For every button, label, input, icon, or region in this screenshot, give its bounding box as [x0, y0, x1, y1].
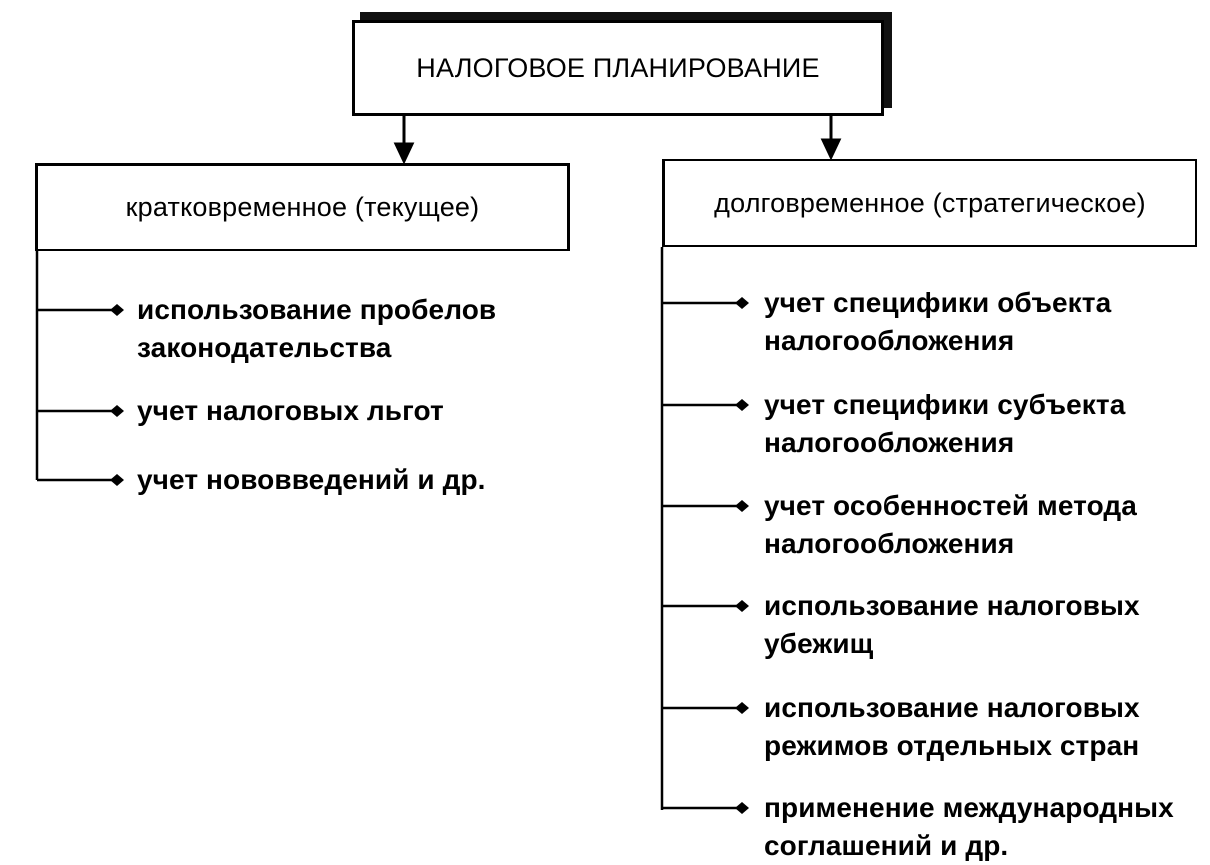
long-term-item-1-line-1: учет специфики объекта	[764, 287, 1112, 318]
short-term-item-1-line-2: законодательства	[137, 332, 392, 363]
long-term-item-4-line-2: убежищ	[764, 628, 874, 659]
short-term-bullet-2	[110, 405, 124, 417]
root-node: НАЛОГОВОЕ ПЛАНИРОВАНИЕ	[352, 20, 884, 116]
long-term-item-1-line-2: налогообложения	[764, 325, 1015, 356]
arrow-to-short-term-head	[393, 142, 415, 165]
short-term-item-1-line-1: использование пробелов	[137, 294, 497, 325]
long-term-item-5-line-1: использование налоговых	[764, 692, 1140, 723]
short-term-item-3: учет нововведений и др.	[137, 461, 486, 499]
long-term-item-5: использование налоговых режимов отдельны…	[764, 689, 1140, 765]
long-term-item-2-line-1: учет специфики субъекта	[764, 389, 1126, 420]
arrow-to-long-term-head	[820, 138, 842, 161]
short-term-node: кратковременное (текущее)	[35, 163, 570, 251]
long-term-bullet-6	[735, 802, 749, 814]
short-term-item-2: учет налоговых льгот	[137, 392, 444, 430]
long-term-item-4: использование налоговых убежищ	[764, 587, 1140, 663]
long-term-item-2: учет специфики субъекта налогообложения	[764, 386, 1125, 462]
long-term-bullet-2	[735, 399, 749, 411]
long-term-bullet-4	[735, 600, 749, 612]
long-term-item-6-line-2: соглашений и др.	[764, 830, 1009, 861]
root-label: НАЛОГОВОЕ ПЛАНИРОВАНИЕ	[416, 52, 820, 83]
long-term-item-5-line-2: режимов отдельных стран	[764, 730, 1140, 761]
long-term-item-2-line-2: налогообложения	[764, 427, 1015, 458]
short-term-item-1: использование пробелов законодательства	[137, 291, 496, 367]
long-term-label: долговременное (стратегическое)	[714, 187, 1146, 218]
long-term-node: долговременное (стратегическое)	[662, 159, 1197, 247]
long-term-bullet-3	[735, 500, 749, 512]
long-term-item-6: применение международных соглашений и др…	[764, 789, 1174, 865]
long-term-item-3: учет особенностей метода налогообложения	[764, 487, 1137, 563]
short-term-bullet-1	[110, 304, 124, 316]
long-term-bullet-1	[735, 297, 749, 309]
short-term-label: кратковременное (текущее)	[125, 192, 480, 222]
short-term-tree	[35, 251, 124, 486]
long-term-item-4-line-1: использование налоговых	[764, 590, 1140, 621]
long-term-bullet-5	[735, 702, 749, 714]
short-term-item-2-line-1: учет налоговых льгот	[137, 395, 444, 426]
long-term-item-3-line-2: налогообложения	[764, 528, 1015, 559]
long-term-item-1: учет специфики объекта налогообложения	[764, 284, 1111, 360]
short-term-item-3-line-1: учет нововведений и др.	[137, 464, 486, 495]
root-arrows	[393, 116, 842, 165]
long-term-item-3-line-1: учет особенностей метода	[764, 490, 1137, 521]
long-term-tree	[660, 247, 749, 814]
short-term-bullet-3	[110, 474, 124, 486]
long-term-item-6-line-1: применение международных	[764, 792, 1174, 823]
